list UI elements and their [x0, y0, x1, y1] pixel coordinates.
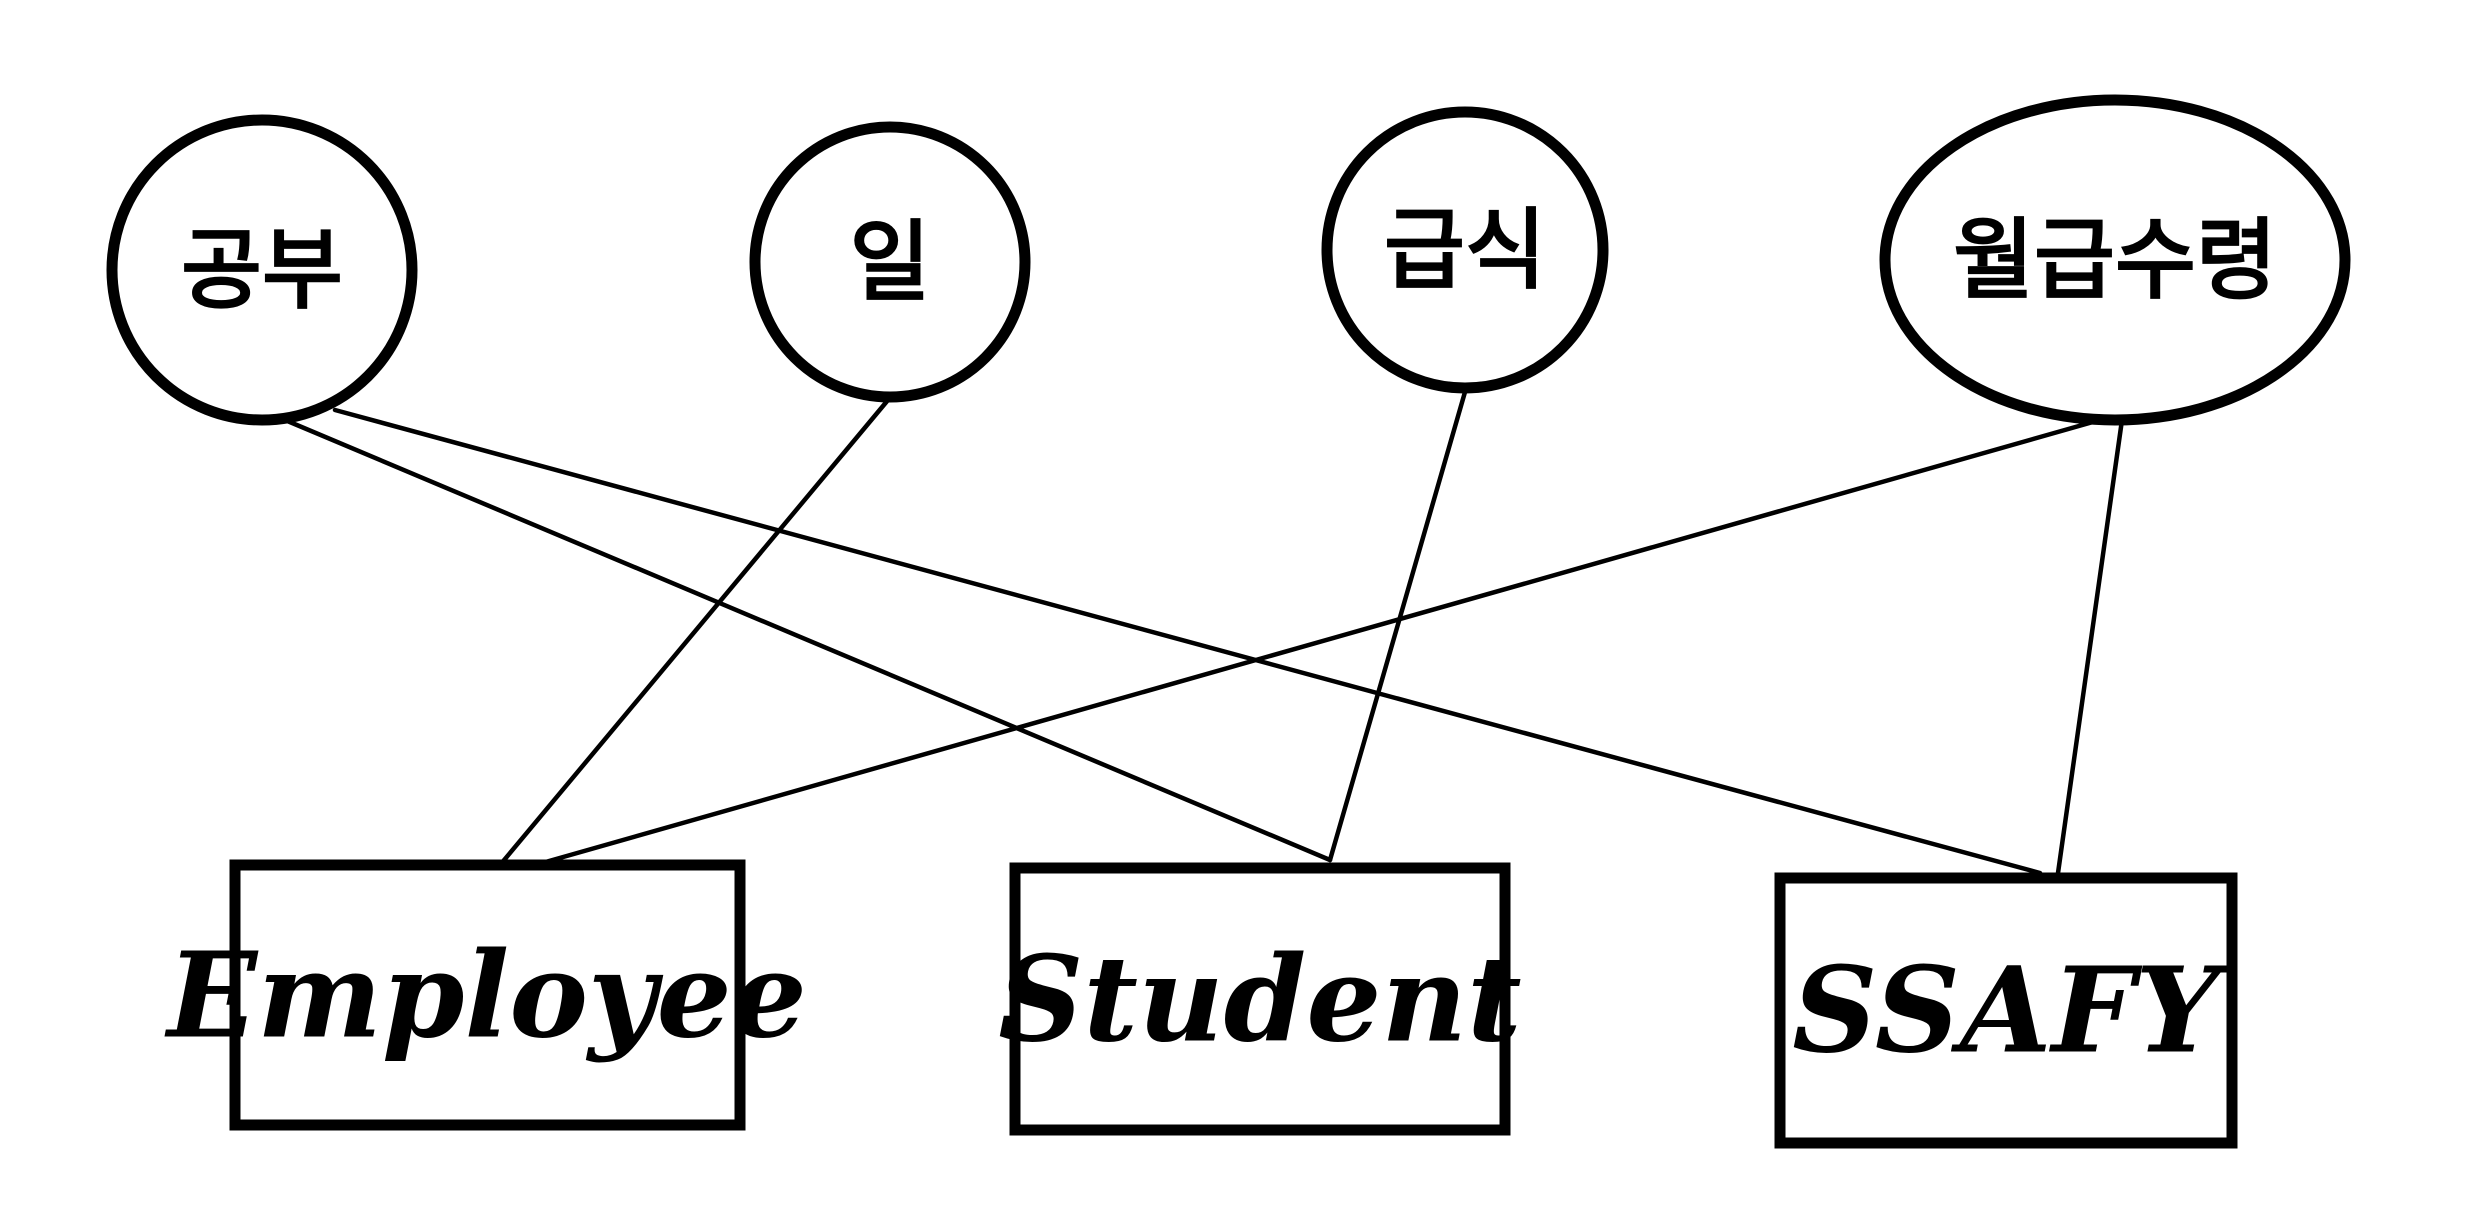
- role-label-ssafy: SSAFY: [1792, 941, 2229, 1080]
- activity-label-work: 일: [850, 211, 931, 314]
- edge-study-ssafy: [332, 407, 2043, 876]
- activity-node-meal: 급식: [1321, 106, 1609, 394]
- role-box-employee: Employee: [164, 859, 807, 1131]
- edge-welfare-ssafy: [2055, 417, 2125, 876]
- connection-lines: [282, 389, 2125, 876]
- role-box-ssafy: SSAFY: [1774, 872, 2238, 1149]
- role-box-student: Student: [998, 862, 1522, 1136]
- edge-welfare-employee: [532, 417, 2103, 868]
- activity-node-work: 일: [749, 121, 1031, 403]
- edge-work-employee: [497, 397, 891, 868]
- activity-label-study: 공부: [181, 219, 343, 322]
- activity-node-welfare: 월급수령: [1879, 94, 2351, 426]
- activity-label-meal: 급식: [1384, 199, 1546, 302]
- role-label-student: Student: [998, 930, 1521, 1069]
- edge-study-student: [282, 417, 1333, 863]
- activity-node-study: 공부: [106, 114, 418, 426]
- role-label-employee: Employee: [164, 926, 807, 1065]
- edge-meal-student: [1327, 389, 1468, 863]
- activity-label-welfare: 월급수령: [1953, 209, 2277, 312]
